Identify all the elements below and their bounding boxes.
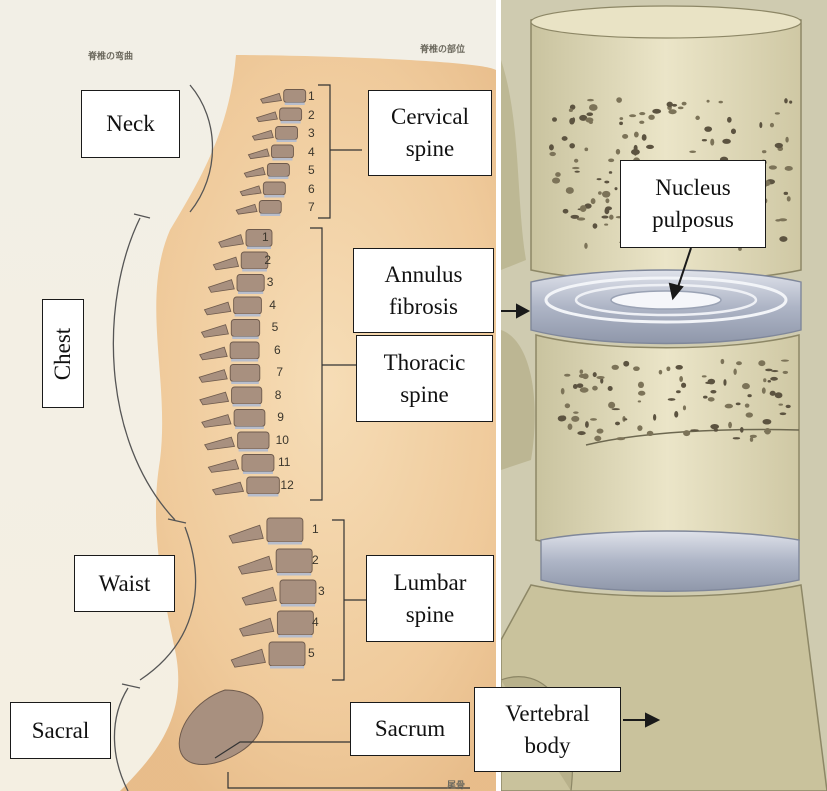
thoracic-spine-label: Thoracic spine [356,335,493,422]
cervical-number: 6 [308,182,315,196]
vertebra-closeup-drawing [501,0,827,791]
sacral-curve-line [114,688,128,791]
vertebra-closeup-panel [501,0,827,791]
thoracic-number: 10 [276,433,289,447]
region-caption: 脊椎の部位 [420,42,465,55]
cervical-number: 1 [308,89,315,103]
cervical-number: 2 [308,108,315,122]
cervical-number: 4 [308,145,315,159]
chest-label-text: Chest [47,327,79,379]
annulus-fibrosis-label: Annulus fibrosis [353,248,494,333]
thoracic-number: 2 [264,253,271,267]
curvature-caption: 脊椎の弯曲 [88,49,133,62]
cervical-spine-label: Cervical spine [368,90,492,176]
sacrum-label: Sacrum [350,702,470,756]
thoracic-number: 7 [276,365,283,379]
thoracic-number: 4 [269,298,276,312]
lumbar-number: 4 [312,615,319,629]
cervical-number: 3 [308,126,315,140]
lumbar-spine-label: Lumbar spine [366,555,494,642]
thoracic-number: 1 [262,230,269,244]
thoracic-number: 12 [280,478,293,492]
cervical-number: 5 [308,163,315,177]
coccyx-caption: 尾骨 [447,778,465,791]
thoracic-number: 5 [272,320,279,334]
lumbar-number: 5 [308,646,315,660]
sacral-label: Sacral [10,702,111,759]
upper-body-top-surface [531,6,801,38]
thoracic-number: 6 [274,343,281,357]
lumbar-number: 1 [312,522,319,536]
chest-label: Chest [42,299,84,408]
lumbar-number: 2 [312,553,319,567]
nucleus-pulposus-shape [611,291,721,309]
neck-label: Neck [81,90,180,158]
thoracic-number: 9 [277,410,284,424]
vertebral-body-label: Vertebral body [474,687,621,772]
lower-intervertebral-disc [541,531,799,591]
cervical-number: 7 [308,200,315,214]
waist-label: Waist [74,555,175,612]
thoracic-number: 3 [267,275,274,289]
thoracic-number: 11 [278,455,290,469]
thoracic-number: 8 [275,388,282,402]
lumbar-number: 3 [318,584,325,598]
nucleus-pulposus-label: Nucleus pulposus [620,160,766,248]
